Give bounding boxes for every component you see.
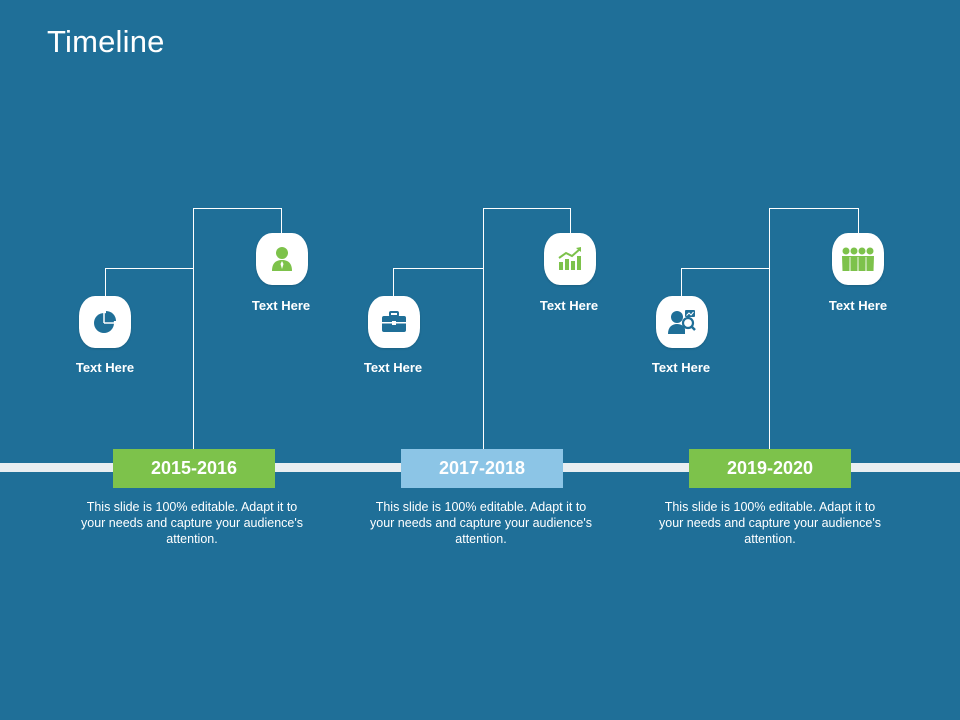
connector-3-upper (769, 208, 859, 269)
briefcase-icon (368, 296, 420, 348)
milestone-description: This slide is 100% editable. Adapt it to… (659, 500, 881, 546)
connector-1-upper (193, 208, 282, 269)
connector-2 (393, 268, 484, 449)
icon-label: Text Here (75, 360, 135, 375)
icon-label: Text Here (363, 360, 423, 375)
connector-2-upper (483, 208, 571, 269)
icon-label: Text Here (251, 298, 311, 313)
year-badge: 2015-2016 (113, 449, 275, 488)
user-search-icon (656, 296, 708, 348)
icon-label: Text Here (651, 360, 711, 375)
page-title: Timeline (47, 24, 165, 59)
pie-chart-icon (79, 296, 131, 348)
businessman-icon (256, 233, 308, 285)
milestone-description: This slide is 100% editable. Adapt it to… (370, 500, 592, 546)
year-badge: 2019-2020 (689, 449, 851, 488)
growth-chart-icon (544, 233, 596, 285)
icon-label: Text Here (539, 298, 599, 313)
connector-1 (105, 268, 194, 449)
icon-label: Text Here (828, 298, 888, 313)
year-badge: 2017-2018 (401, 449, 563, 488)
milestone-description: This slide is 100% editable. Adapt it to… (81, 500, 303, 546)
team-icon (832, 233, 884, 285)
connector-3 (681, 268, 770, 449)
